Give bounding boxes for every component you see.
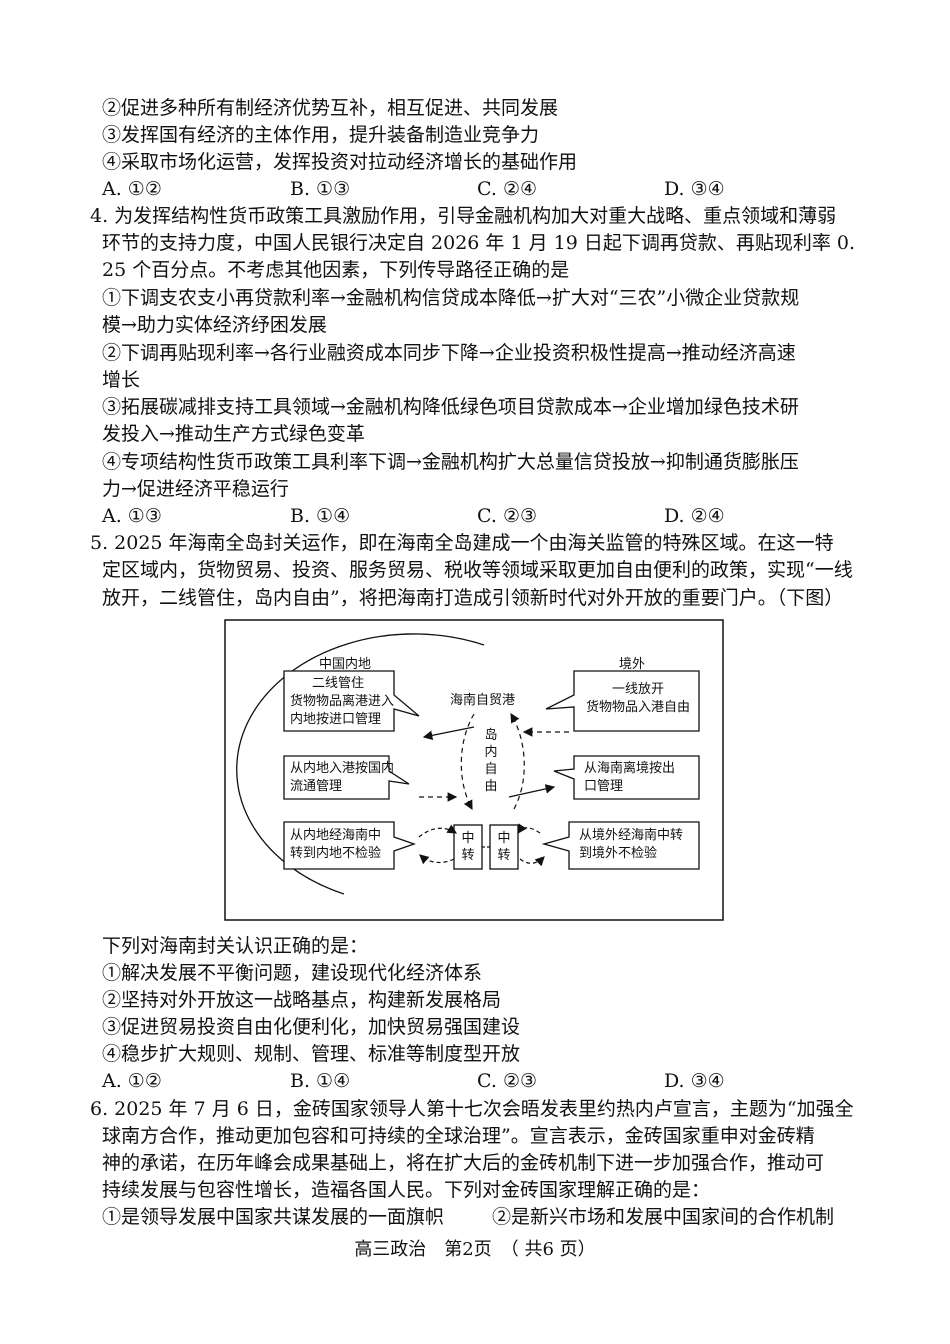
right-box-3: 从境外经海南中转 到境外不检验 [579, 828, 684, 861]
q4-stem-1: 4. 为发挥结构性货币政策工具激励作用，引导金融机构加大对重大战略、重点领域和薄… [90, 205, 837, 227]
q6-stem-2: 球南方合作，推动更加包容和可持续的全球治理”。宣言表示，金砖国家重申对金砖精 [102, 1125, 815, 1147]
q6-stem-4: 持续发展与包容性增长，造福各国人民。下列对金砖国家理解正确的是： [102, 1179, 711, 1201]
q5-stem-1: 5. 2025 年海南全岛封关运作，即在海南全岛建成一个由海关监管的特殊区域。在… [90, 532, 834, 554]
q5-item-3: ③促进贸易投资自由化便利化，加快贸易强国建设 [102, 1016, 521, 1038]
right-box-2: 从海南离境按出 口管理 [584, 761, 676, 794]
q5-stem-2: 定区域内，货物贸易、投资、服务贸易、税收等领域采取更加自由便利的政策，实现“一线 [102, 559, 853, 581]
transit-right: 中转 [497, 831, 511, 863]
q3-option-b: B. ①③ [290, 178, 351, 200]
q5-option-b: B. ①④ [290, 1070, 351, 1092]
q3-item-4: ④采取市场化运营，发挥投资对拉动经济增长的基础作用 [102, 151, 578, 173]
q4-stem-2: 环节的支持力度，中国人民银行决定自 2026 年 1 月 19 日起下调再贷款、… [102, 232, 856, 254]
q4-option-b: B. ①④ [290, 505, 351, 527]
q4-stem-3: 25 个百分点。不考虑其他因素，下列传导路径正确的是 [102, 259, 570, 281]
transit-left: 中转 [461, 831, 475, 863]
label-island-free: 岛内自由 [484, 728, 498, 794]
q4-item-4b: 力→促进经济平稳运行 [102, 478, 289, 500]
left-box-2: 从内地入港按国内 流通管理 [290, 761, 395, 794]
q4-item-3a: ③拓展碳减排支持工具领域→金融机构降低绿色项目贷款成本→企业增加绿色技术研 [102, 396, 799, 418]
label-mainland: 中国内地 [319, 657, 372, 672]
q6-stem-3: 神的承诺，在历年峰会成果基础上，将在扩大后的金砖机制下进一步加强合作，推动可 [102, 1152, 825, 1174]
q5-item-1: ①解决发展不平衡问题，建设现代化经济体系 [102, 962, 483, 984]
page-footer: 高三政治 第2页 （ 共6 页） [354, 1239, 596, 1260]
q5-item-2: ②坚持对外开放这一战略基点，构建新发展格局 [102, 989, 502, 1011]
left-box-3: 从内地经海南中 转到内地不检验 [290, 828, 382, 861]
q6-item-2: ②是新兴市场和发展中国家间的合作机制 [492, 1206, 835, 1228]
label-abroad: 境外 [619, 657, 646, 672]
q5-option-d: D. ③④ [664, 1070, 725, 1092]
q4-item-1a: ①下调支农支小再贷款利率→金融机构信贷成本降低→扩大对“三农”小微企业贷款规 [102, 287, 800, 309]
q5-option-c: C. ②③ [477, 1070, 538, 1092]
q4-item-1b: 模→助力实体经济纾困发展 [102, 314, 327, 336]
q5-question: 下列对海南封关认识正确的是： [102, 935, 369, 957]
q5-item-4: ④稳步扩大规则、规制、管理、标准等制度型开放 [102, 1043, 521, 1065]
label-hainan-ftp: 海南自贸港 [450, 693, 516, 708]
left-box-1: 二线管住 货物物品离港进入 内地按进口管理 [290, 676, 395, 727]
q6-item-1: ①是领导发展中国家共谋发展的一面旗帜 [102, 1206, 445, 1228]
q4-item-3b: 发投入→推动生产方式绿色变革 [102, 423, 365, 445]
q4-option-a: A. ①③ [102, 505, 162, 527]
q3-item-3: ③发挥国有经济的主体作用，提升装备制造业竞争力 [102, 124, 540, 146]
q3-option-d: D. ③④ [664, 178, 725, 200]
q5-option-a: A. ①② [102, 1070, 162, 1092]
q4-item-4a: ④专项结构性货币政策工具利率下调→金融机构扩大总量信贷投放→抑制通货膨胀压 [102, 451, 799, 473]
q4-item-2b: 增长 [102, 369, 141, 391]
diagram-lines [224, 619, 724, 921]
q5-stem-3: 放开，二线管住，岛内自由”，将把海南打造成引领新时代对外开放的重要门户。（下图） [102, 587, 844, 609]
q4-option-d: D. ②④ [664, 505, 725, 527]
q3-option-c: C. ②④ [477, 178, 538, 200]
q4-item-2a: ②下调再贴现利率→各行业融资成本同步下降→企业投资积极性提高→推动经济高速 [102, 342, 796, 364]
q3-item-2: ②促进多种所有制经济优势互补，相互促进、共同发展 [102, 97, 559, 119]
hainan-customs-diagram: 中国内地 境外 海南自贸港 岛内自由 二线管住 货物物品离港进入 内地按进口管理… [224, 619, 724, 921]
right-box-1: 一线放开 货物物品入港自由 [585, 682, 690, 715]
q4-option-c: C. ②③ [477, 505, 538, 527]
q3-option-a: A. ①② [102, 178, 162, 200]
q6-stem-1: 6. 2025 年 7 月 6 日，金砖国家领导人第十七次会晤发表里约热内卢宣言… [90, 1098, 854, 1120]
